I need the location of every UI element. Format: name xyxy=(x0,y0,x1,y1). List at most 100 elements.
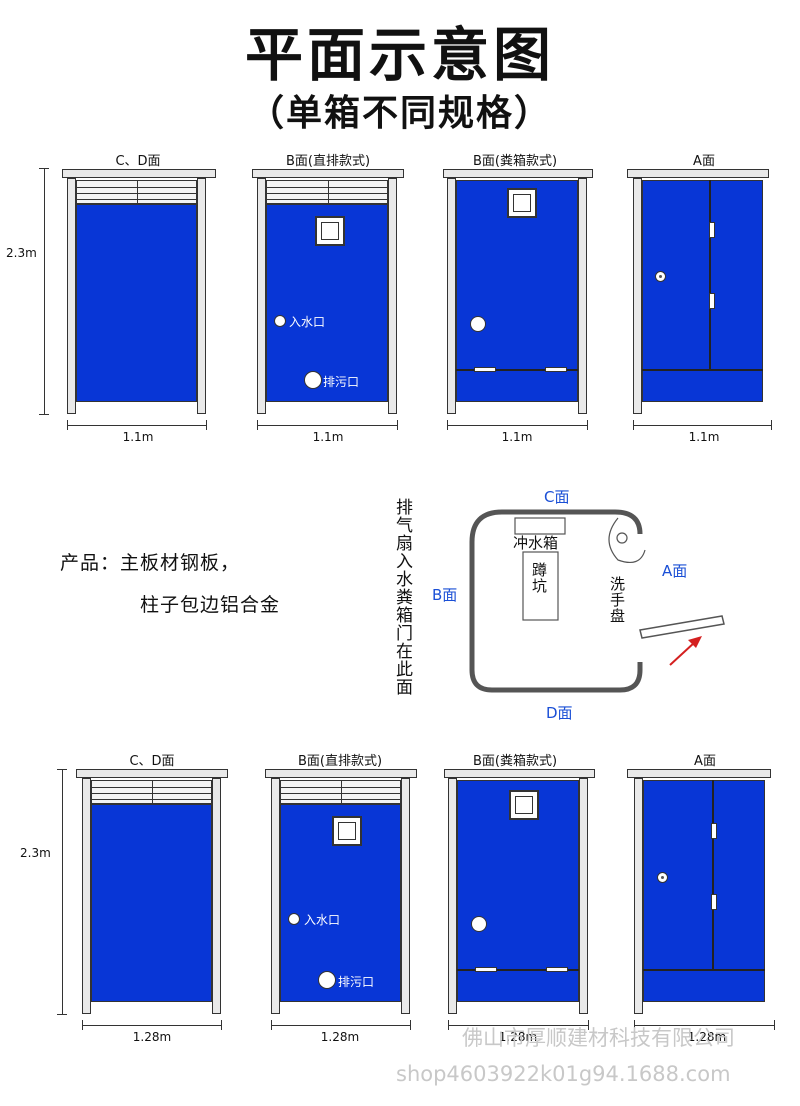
roof xyxy=(76,769,228,778)
right-post xyxy=(578,178,587,414)
face-label-a: A面 xyxy=(693,154,715,169)
product-note-line1: 产品：主板材钢板， xyxy=(60,552,241,574)
plan-label-d: D面 xyxy=(546,704,573,722)
right-post xyxy=(401,778,410,1014)
height-dimension-tick-top xyxy=(39,168,49,169)
roof xyxy=(62,169,216,178)
page-subtitle: （单箱不同规格） xyxy=(247,93,552,134)
face-label-b-direct: B面(直排款式) xyxy=(285,154,371,169)
left-post xyxy=(82,778,91,1014)
roof xyxy=(443,169,593,178)
width-dimension-line xyxy=(257,425,397,426)
vent-window xyxy=(315,216,345,246)
width-dimension-tick xyxy=(397,420,398,430)
width-label: 1.28m xyxy=(320,1030,360,1044)
roof xyxy=(265,769,417,778)
tank-divider xyxy=(643,969,765,971)
height-dimension-tick-bottom xyxy=(39,414,49,415)
width-dimension-tick xyxy=(410,1020,411,1030)
tank-handle xyxy=(475,967,497,972)
plan-label-b: B面 xyxy=(432,586,458,604)
basin-drain xyxy=(616,532,628,544)
louver xyxy=(266,180,388,204)
water-inlet-label: 入水口 xyxy=(304,913,341,927)
left-post xyxy=(257,178,266,414)
width-label: 1.28m xyxy=(498,1030,538,1044)
left-post xyxy=(67,178,76,414)
left-post xyxy=(634,778,643,1014)
width-label: 1.1m xyxy=(688,430,720,444)
width-dimension-tick xyxy=(633,420,634,430)
right-post xyxy=(388,178,397,414)
sewage-outlet-hole xyxy=(304,371,322,389)
tank-handle xyxy=(545,367,567,372)
height-dimension-line xyxy=(44,168,45,414)
width-dimension-tick xyxy=(774,1020,775,1030)
door-hinge xyxy=(711,823,717,839)
height-label: 2.3m xyxy=(6,246,37,260)
right-post xyxy=(212,778,221,1014)
width-dimension-tick xyxy=(588,1020,589,1030)
squat-pit-box xyxy=(522,551,559,621)
sewage-outlet-label: 排污口 xyxy=(338,975,375,989)
width-dimension-tick xyxy=(634,1020,635,1030)
basin-curve xyxy=(608,517,646,563)
right-post xyxy=(579,778,588,1014)
width-dimension-line xyxy=(67,425,206,426)
width-label: 1.28m xyxy=(132,1030,172,1044)
width-dimension-line xyxy=(448,1025,588,1026)
product-note-line2: 柱子包边铝合金 xyxy=(140,594,281,616)
door-split xyxy=(712,780,714,970)
tank-handle xyxy=(474,367,496,372)
width-dimension-tick xyxy=(447,420,448,430)
width-dimension-tick xyxy=(771,420,772,430)
sewage-outlet-hole xyxy=(318,971,336,989)
water-inlet-hole xyxy=(274,315,286,327)
width-label: 1.28m xyxy=(687,1030,727,1044)
width-dimension-tick xyxy=(271,1020,272,1030)
tank-divider xyxy=(642,369,763,371)
face-label-b-tank: B面(粪箱款式) xyxy=(472,754,558,769)
left-post xyxy=(447,178,456,414)
water-inlet-label: 入水口 xyxy=(289,315,326,329)
width-dimension-tick xyxy=(448,1020,449,1030)
left-post xyxy=(271,778,280,1014)
height-dimension-tick-top xyxy=(57,769,67,770)
tank-divider xyxy=(456,369,578,371)
vent-window xyxy=(507,188,537,218)
vent-window xyxy=(332,816,362,846)
watermark-company: 佛山市厚顺建材科技有限公司 xyxy=(462,1026,735,1050)
roof xyxy=(627,169,769,178)
water-inlet-hole xyxy=(470,316,486,332)
face-label-b-direct: B面(直排款式) xyxy=(297,754,383,769)
width-label: 1.1m xyxy=(501,430,533,444)
blue-panel xyxy=(91,804,212,1002)
floor-plan xyxy=(469,509,725,693)
width-dimension-tick xyxy=(221,1020,222,1030)
roof xyxy=(627,769,771,778)
width-dimension-line xyxy=(447,425,587,426)
watermark-url: shop4603922k01g94.1688.com xyxy=(396,1062,731,1086)
width-dimension-line xyxy=(271,1025,410,1026)
door-hinge xyxy=(711,894,717,910)
height-label: 2.3m xyxy=(20,846,51,860)
water-inlet-hole xyxy=(288,913,300,925)
flush-tank-label: 冲水箱 xyxy=(513,534,559,552)
width-dimension-tick xyxy=(67,420,68,430)
roof xyxy=(252,169,404,178)
blue-panel xyxy=(76,204,197,402)
plan-label-a: A面 xyxy=(662,562,688,580)
entry-arrow-shaft xyxy=(669,641,696,666)
door-leaf xyxy=(639,615,725,639)
page-title: 平面示意图 xyxy=(244,21,555,89)
water-inlet-hole xyxy=(471,916,487,932)
door-hinge xyxy=(709,293,715,309)
vertical-note: 排气扇入水粪箱门在此面 xyxy=(392,498,412,696)
wash-basin-label: 洗手盘 xyxy=(608,576,626,624)
louver xyxy=(280,780,401,804)
door-hinge xyxy=(709,222,715,238)
tank-divider xyxy=(457,969,579,971)
height-dimension-line xyxy=(62,769,63,1014)
squat-pit-label: 蹲坑 xyxy=(530,562,548,594)
louver xyxy=(91,780,212,804)
